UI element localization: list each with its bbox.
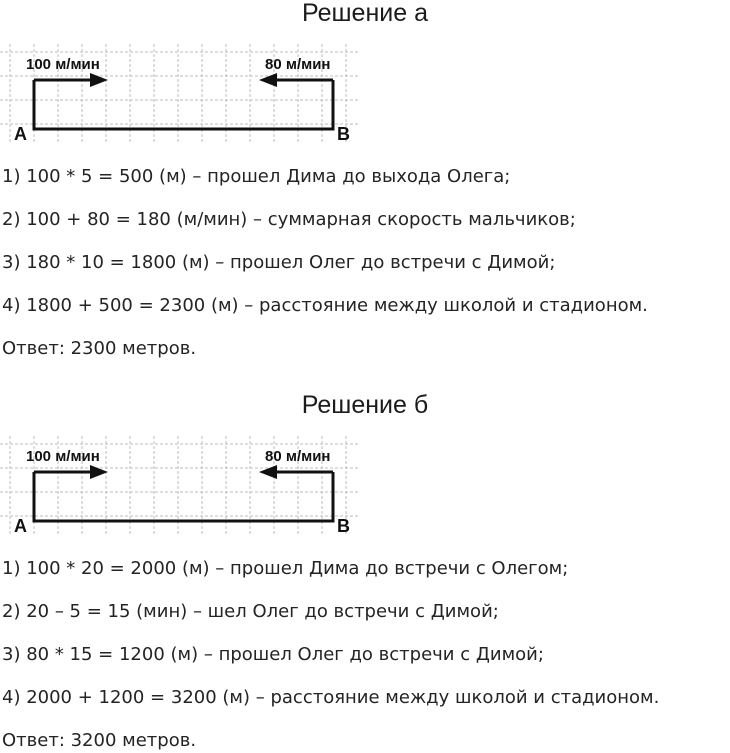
solution-a-step-4: 4) 1800 + 500 = 2300 (м) – расстояние ме… <box>2 295 648 316</box>
speed-left-label: 100 м/мин <box>26 56 100 73</box>
speed-right-label: 80 м/мин <box>265 56 331 73</box>
solution-b-step-1: 1) 100 * 20 = 2000 (м) – прошел Дима до … <box>2 558 569 579</box>
solution-b-step-4: 4) 2000 + 1200 = 3200 (м) – расстояние м… <box>2 687 660 708</box>
path-line <box>32 80 335 131</box>
solution-b-heading: Решение б <box>301 391 429 419</box>
speed-left-label: 100 м/мин <box>26 448 100 465</box>
arrow-right-icon <box>90 73 108 87</box>
point-b-label: В <box>337 124 350 144</box>
speed-right-label: 80 м/мин <box>265 448 331 465</box>
arrow-left-icon <box>259 73 277 87</box>
solution-b-diagram: 100 м/мин 80 м/мин А В <box>0 436 360 536</box>
point-a-label: А <box>14 124 27 144</box>
solution-b-step-2: 2) 20 – 5 = 15 (мин) – шел Олег до встре… <box>2 601 499 622</box>
solution-b-answer: Ответ: 3200 метров. <box>2 730 197 751</box>
solution-a-diagram: 100 м/мин 80 м/мин А В <box>0 44 360 144</box>
path-line <box>32 472 335 523</box>
point-a-label: А <box>14 516 27 536</box>
solution-a-step-2: 2) 100 + 80 = 180 (м/мин) – суммарная ск… <box>2 209 576 230</box>
solution-a-step-1: 1) 100 * 5 = 500 (м) – прошел Дима до вы… <box>2 166 511 187</box>
solution-a-heading: Решение а <box>302 0 428 27</box>
grid <box>0 44 360 144</box>
arrow-left-icon <box>259 465 277 479</box>
point-b-label: В <box>337 516 350 536</box>
arrow-right-icon <box>90 465 108 479</box>
solution-b-step-3: 3) 80 * 15 = 1200 (м) – прошел Олег до в… <box>2 644 544 665</box>
solution-a-answer: Ответ: 2300 метров. <box>2 338 197 359</box>
solution-a-step-3: 3) 180 * 10 = 1800 (м) – прошел Олег до … <box>2 252 556 273</box>
